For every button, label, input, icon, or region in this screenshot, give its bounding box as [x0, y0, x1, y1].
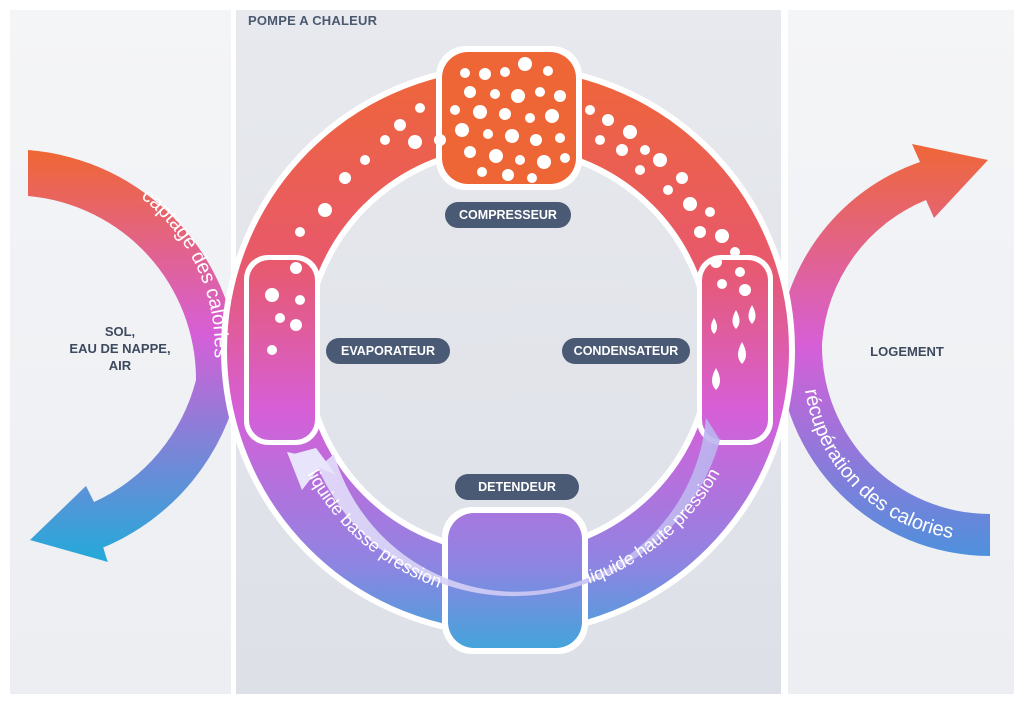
source-label: SOL, EAU DE NAPPE, AIR: [40, 323, 200, 374]
dwelling-panel: [788, 10, 1014, 694]
condenser-label: CONDENSATEUR: [562, 338, 690, 364]
liquid-flow-arrow: [287, 418, 720, 597]
source-label-line-3: AIR: [108, 358, 132, 373]
captage-arrow: [28, 148, 241, 562]
condenser-block: [702, 260, 768, 440]
expander-block: [448, 513, 582, 648]
compressor-label: COMPRESSEUR: [445, 202, 571, 228]
evaporator-block: [249, 260, 315, 440]
gas-bubbles: [265, 57, 751, 355]
evaporator-label: EVAPORATEUR: [326, 338, 450, 364]
expander-label: DETENDEUR: [455, 474, 579, 500]
dwelling-label: LOGEMENT: [870, 344, 944, 359]
condensate-droplets: [711, 305, 756, 390]
source-label-line-1: SOL,: [104, 324, 136, 339]
captage-arrow-body: [28, 150, 241, 562]
heat-pump-title: POMPE A CHALEUR: [248, 13, 378, 28]
source-label-line-2: EAU DE NAPPE,: [69, 341, 171, 356]
recuperation-arrow-body: [778, 144, 990, 556]
recuperation-arrow: [778, 144, 990, 556]
